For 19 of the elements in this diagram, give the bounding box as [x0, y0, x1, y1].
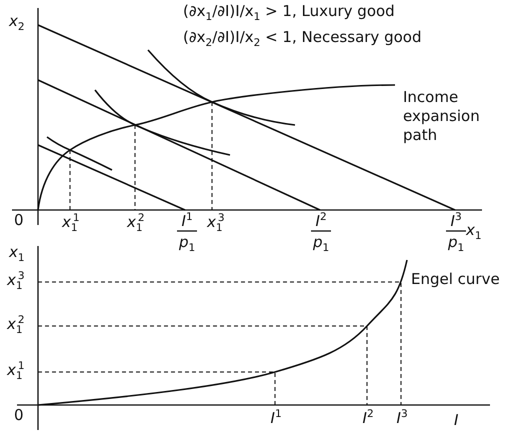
axis-label: 0 [14, 212, 24, 228]
curve-label: Income expansion path [403, 88, 481, 144]
axis-label: 0 [14, 407, 24, 424]
axis-label: I$^{3}$ [396, 410, 408, 426]
axis-label: I [454, 412, 458, 428]
axis-label: p$_{1}$ [448, 234, 464, 250]
axis-label: p$_{1}$ [179, 234, 196, 250]
elasticity-note: (∂x$_{2}$/∂I)I/x$_{2}$ < 1, Necessary good [183, 29, 422, 46]
axis-label: I$^{1}$ [270, 410, 282, 426]
axis-label: I$^{3}$ [450, 213, 462, 230]
axis-label: p$_{1}$ [313, 234, 330, 250]
axis-label: x$_{2}$ [9, 13, 25, 30]
axis-label: I$^{2}$ [316, 213, 327, 230]
axis-label: I$^{1}$ [182, 213, 193, 230]
axis-label: x$_{1}$ [9, 244, 25, 260]
curve-label: Engel curve [411, 271, 500, 288]
axis-label: I$^{2}$ [362, 410, 374, 426]
axis-label: x$_{1}$ [466, 222, 482, 238]
elasticity-note: (∂x$_{1}$/∂I)I/x$_{1}$ > 1, Luxury good [183, 3, 395, 20]
